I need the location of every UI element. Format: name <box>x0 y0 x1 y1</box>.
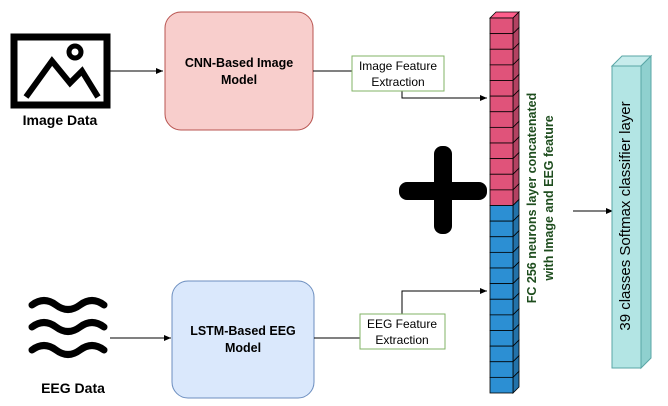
fc-image-segment <box>489 142 514 160</box>
fc-image-segment <box>489 48 514 66</box>
image-feature-box: Image Feature Extraction <box>351 55 445 92</box>
eeg-feature-box: EEG Feature Extraction <box>359 313 446 350</box>
cnn-model-label-line1: CNN-Based Image <box>185 56 293 70</box>
fc-image-segment <box>489 158 514 175</box>
image-icon <box>10 33 111 109</box>
eeg-data-label: EEG Data <box>41 380 105 396</box>
fc-image-segment <box>489 126 514 144</box>
lstm-model-label-line2: Model <box>225 341 261 355</box>
eeg-feature-line2: Extraction <box>375 333 428 347</box>
cnn-model-label-line2: Model <box>221 73 257 87</box>
waves-icon <box>28 297 108 358</box>
fc-image-segment <box>489 17 514 35</box>
fc-layer-label: FC 256 neurons layer concatenated with I… <box>525 93 556 304</box>
fc-image-segment <box>489 95 514 113</box>
plus-icon <box>399 146 487 234</box>
image-feature-line1: Image Feature <box>359 59 437 73</box>
fc-layer-column <box>489 11 520 394</box>
fc-layer-label-line2: with Image and EEG feature <box>542 115 556 281</box>
classifier-label: 39 classes Softmax classifier layer <box>617 101 634 330</box>
fc-eeg-segment <box>489 330 514 347</box>
fc-image-segment <box>489 111 514 128</box>
fc-layer-label-line1: FC 256 neurons layer concatenated <box>525 93 539 304</box>
fc-image-segment <box>489 173 514 191</box>
fc-eeg-segment <box>489 314 514 331</box>
fc-eeg-segment <box>489 251 514 269</box>
fc-eeg-segment <box>489 345 514 363</box>
fc-image-segment <box>489 64 514 81</box>
fc-eeg-segment <box>489 298 514 316</box>
fc-eeg-segment <box>489 376 514 394</box>
fc-eeg-segment <box>489 267 514 285</box>
eeg-feature-line1: EEG Feature <box>367 317 437 331</box>
cnn-model-box: CNN-Based Image Model <box>164 11 314 131</box>
classifier-layer: 39 classes Softmax classifier layer <box>610 54 653 370</box>
image-data-label: Image Data <box>23 112 98 128</box>
fc-eeg-segment <box>489 283 514 300</box>
fc-image-segment <box>489 80 514 97</box>
image-feature-line2: Extraction <box>371 75 424 89</box>
fc-eeg-segment <box>489 205 514 222</box>
lstm-model-box: LSTM-Based EEG Model <box>171 280 315 399</box>
fc-eeg-segment <box>489 361 514 378</box>
fc-image-segment <box>489 33 514 50</box>
fc-eeg-segment <box>489 236 514 253</box>
fc-image-segment <box>489 189 514 206</box>
fc-eeg-segment <box>489 220 514 238</box>
lstm-model-label-line1: LSTM-Based EEG <box>190 324 296 338</box>
